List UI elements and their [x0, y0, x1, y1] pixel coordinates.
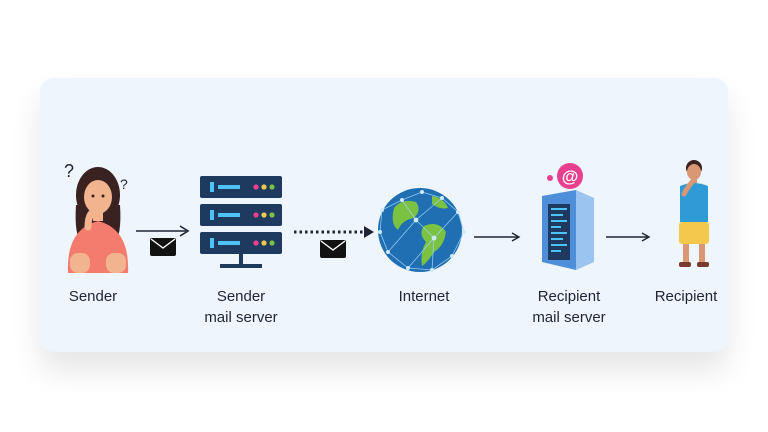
arrow-sender-to-server	[136, 225, 190, 237]
mail-server-tower-icon: @	[542, 163, 594, 270]
envelope-icon	[320, 240, 346, 258]
envelope-icon	[150, 238, 176, 256]
svg-text:?: ?	[120, 176, 128, 192]
internet-label: Internet	[398, 288, 450, 305]
sender-icon: ? ?	[64, 161, 129, 273]
recipient-mail-server-label: Recipient mail server	[532, 288, 606, 326]
sender-label: Sender	[68, 288, 118, 305]
server-rack-icon	[200, 176, 282, 268]
recipient-label: Recipient	[654, 288, 718, 305]
sender-mail-server-label: Sender mail server	[204, 288, 278, 326]
arrow-server-to-internet	[294, 226, 374, 238]
thinking-man-icon	[679, 160, 709, 267]
svg-text:@: @	[562, 167, 579, 186]
globe-network-icon	[378, 188, 466, 272]
arrow-internet-to-recipient-server	[474, 232, 521, 242]
arrow-recipient-server-to-recipient	[606, 232, 651, 242]
svg-text:?: ?	[64, 161, 74, 181]
